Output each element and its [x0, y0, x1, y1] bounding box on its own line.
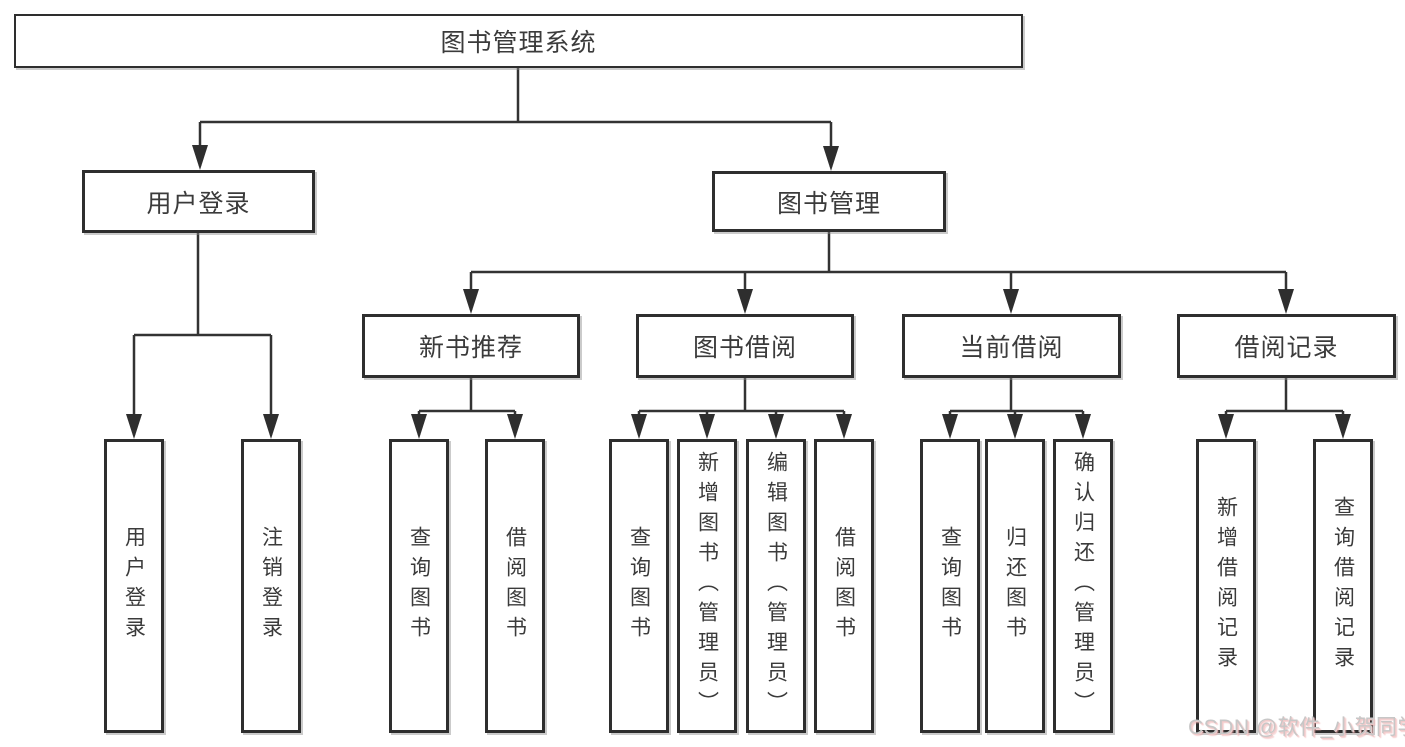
arrowhead [1218, 414, 1234, 439]
leaf-label: 确认归还（管理员） [1071, 451, 1095, 721]
leaf-label: 归还图书 [1003, 526, 1027, 646]
leaf-label: 新增借阅记录 [1214, 496, 1238, 676]
connector-borrow-records-to-leaves [1224, 378, 1345, 435]
arrowhead [768, 414, 784, 439]
leaf-label: 查询图书 [938, 526, 962, 646]
leaf-label: 查询图书 [627, 526, 651, 646]
leaf-query-books-borrowing: 查询图书 [609, 439, 669, 733]
arrowhead [507, 414, 523, 439]
leaf-logout: 注销登录 [241, 439, 301, 733]
node-user-login: 用户登录 [82, 170, 315, 233]
node-current-borrowing: 当前借阅 [902, 314, 1121, 378]
leaf-borrow-books-recommendation: 借阅图书 [485, 439, 545, 733]
arrowhead [737, 289, 753, 314]
node-label: 借阅记录 [1234, 334, 1339, 362]
leaf-borrow-books: 借阅图书 [814, 439, 874, 733]
arrowhead [192, 145, 208, 170]
arrowhead [1278, 289, 1294, 314]
node-book-borrowing: 图书借阅 [636, 314, 854, 378]
leaf-confirm-return-admin: 确认归还（管理员） [1053, 439, 1113, 733]
arrowhead [631, 414, 647, 439]
leaf-add-book-admin: 新增图书（管理员） [677, 439, 737, 733]
node-label: 图书管理 [776, 189, 881, 218]
node-library-management-system: 图书管理系统 [14, 14, 1023, 68]
leaf-label: 查询图书 [407, 526, 431, 646]
leaf-query-borrow-record: 查询借阅记录 [1313, 439, 1373, 733]
arrowhead [836, 414, 852, 439]
leaf-edit-book-admin: 编辑图书（管理员） [746, 439, 806, 733]
node-label: 新书推荐 [418, 334, 523, 362]
arrowhead [1335, 414, 1351, 439]
leaf-add-borrow-record: 新增借阅记录 [1196, 439, 1256, 733]
arrowhead [1003, 289, 1019, 314]
connector-root-to-level2 [198, 68, 833, 167]
leaf-query-books-recommendation: 查询图书 [389, 439, 449, 733]
node-label: 当前借阅 [959, 334, 1064, 362]
leaf-query-books-current: 查询图书 [920, 439, 980, 733]
connector-book-mgmt-to-level3 [469, 232, 1288, 310]
node-new-book-recommendation: 新书推荐 [362, 314, 580, 378]
node-borrowing-records: 借阅记录 [1177, 314, 1396, 378]
node-label: 用户登录 [146, 189, 251, 218]
node-label: 图书管理系统 [440, 29, 597, 57]
leaf-label: 新增图书（管理员） [695, 451, 719, 721]
leaf-label: 用户登录 [122, 526, 146, 646]
leaf-label: 注销登录 [259, 526, 283, 646]
leaf-label: 借阅图书 [832, 526, 856, 646]
arrowhead [1075, 414, 1091, 439]
leaf-user-login: 用户登录 [104, 439, 164, 733]
arrowhead [463, 289, 479, 314]
connector-current-borrow-to-leaves [948, 378, 1085, 435]
arrowhead [942, 414, 958, 439]
connector-user-login-to-leaves [132, 233, 273, 435]
leaf-return-book: 归还图书 [985, 439, 1045, 733]
arrowhead [699, 414, 715, 439]
arrowhead [1007, 414, 1023, 439]
arrowhead [126, 414, 142, 439]
leaf-label: 查询借阅记录 [1331, 496, 1355, 676]
arrowhead [263, 414, 279, 439]
arrowhead [411, 414, 427, 439]
leaf-label: 借阅图书 [503, 526, 527, 646]
node-label: 图书借阅 [692, 334, 797, 362]
node-book-management: 图书管理 [712, 171, 946, 232]
csdn-watermark: CSDN @软件_小贺同学 [1188, 716, 1405, 739]
leaf-label: 编辑图书（管理员） [764, 451, 788, 721]
arrowhead [823, 146, 839, 171]
connector-book-borrow-to-leaves [637, 378, 846, 435]
connector-new-book-to-leaves [417, 378, 517, 435]
